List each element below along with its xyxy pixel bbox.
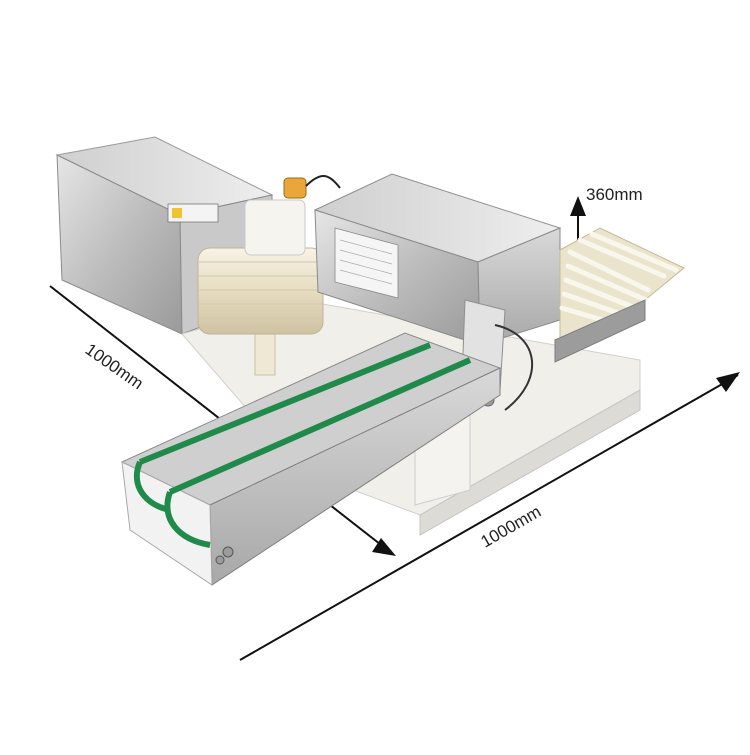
roller-cover <box>244 199 306 256</box>
length-label: 1000mm <box>478 502 545 552</box>
feed-roller-drum <box>197 199 324 335</box>
warning-icon <box>172 208 182 218</box>
length-guide-line <box>239 374 739 661</box>
arrow-icon <box>570 196 586 216</box>
arrow-icon <box>372 538 396 556</box>
depth-label: 1000mm <box>82 340 147 394</box>
belt-strip-left <box>138 342 432 465</box>
height-label: 360mm <box>586 185 643 204</box>
belt-strip-right <box>168 357 472 495</box>
sensor-icon <box>283 175 341 199</box>
roller-support <box>254 329 276 376</box>
length-dimension <box>239 372 740 661</box>
infeed-belt-conveyor <box>120 332 502 586</box>
bolt-icon <box>215 555 225 565</box>
outfeed-roller-conveyor <box>554 227 685 363</box>
bolt-icon <box>222 546 234 558</box>
control-label <box>334 227 399 299</box>
arrow-icon <box>716 372 740 392</box>
